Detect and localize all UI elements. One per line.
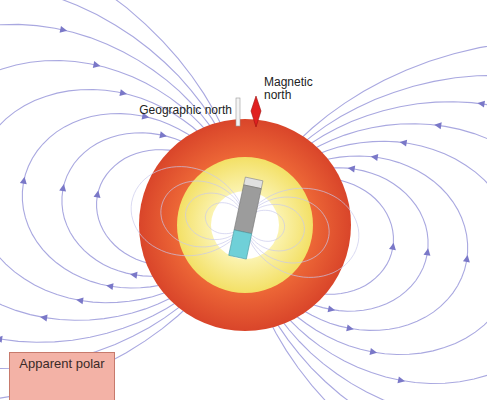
field-arrow [93,61,101,68]
caption-box: Apparent polar [9,352,115,400]
field-arrow [371,154,378,161]
field-arrow [119,89,127,96]
magnetic-north-label: Magnetic north [264,76,310,102]
field-arrow [76,297,83,304]
field-arrow [0,336,3,343]
geographic-pole-rod [236,98,240,126]
earth-outer-core [177,157,313,293]
field-arrow [328,305,336,312]
geographic-north-label: Geographic north [120,104,232,117]
field-arrow [159,131,167,138]
field-arrow [348,166,355,173]
field-arrow [478,101,485,108]
field-arrow [370,348,378,355]
field-arrow [424,248,431,256]
interior-field-lines [131,167,359,278]
compass-needle [251,96,261,127]
caption-text: Apparent polar [16,356,108,372]
field-arrow [106,283,113,290]
field-arrow [389,243,396,251]
earth-mantle [139,119,351,331]
field-arrow [434,122,441,129]
field-arrow [346,324,354,331]
bar-magnet [229,177,263,259]
field-arrow [60,26,68,33]
field-arrow [400,140,407,147]
field-arrow [20,177,27,185]
field-arrow [59,184,66,192]
field-arrow [130,272,137,279]
field-arrow [397,376,405,383]
field-arrow [463,255,470,263]
field-arrow [94,191,101,199]
field-line [245,188,359,277]
field-arrow [40,314,47,321]
field-line [131,167,245,256]
